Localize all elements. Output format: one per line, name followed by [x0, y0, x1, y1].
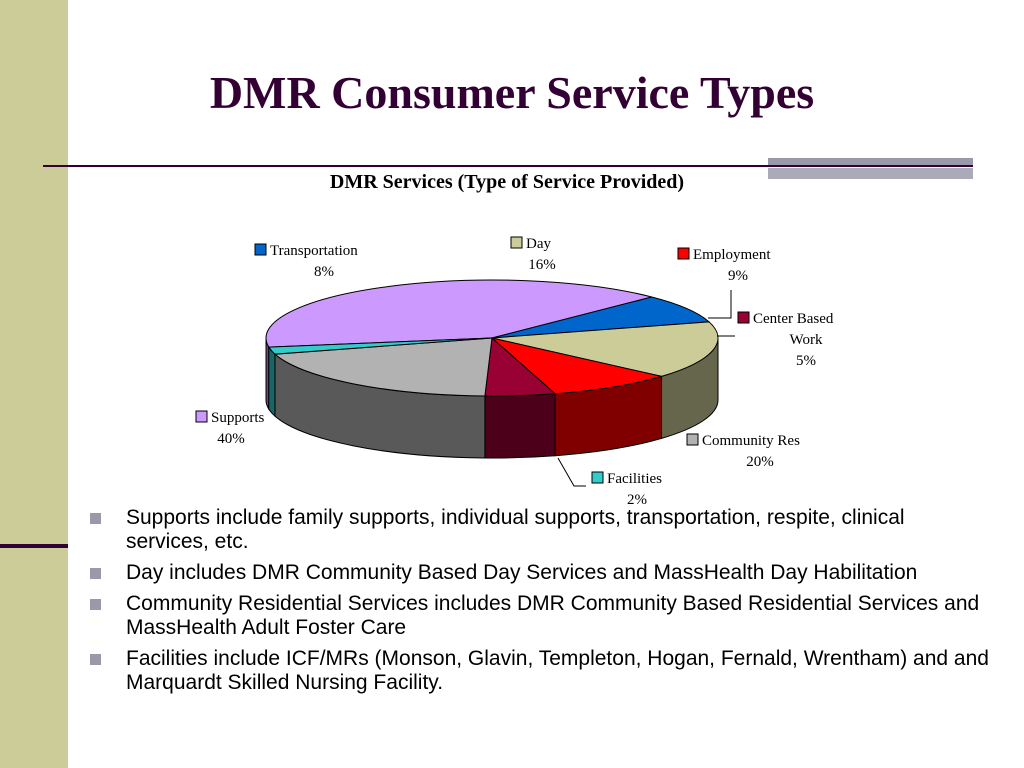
bullet-marker [90, 513, 101, 524]
data-label-percent: 2% [627, 492, 647, 508]
data-label-name: Community Res [702, 433, 800, 449]
accent-band-line [0, 544, 68, 548]
legend-swatch [677, 247, 690, 260]
data-label-name: Employment [693, 247, 771, 263]
bullet-item: Community Residential Services includes … [90, 592, 990, 640]
title-rule-accent [768, 158, 973, 165]
data-label-name: Day [526, 236, 551, 252]
legend-swatch [195, 410, 208, 423]
data-label-name: Transportation [270, 243, 358, 259]
data-label-name: Work [790, 332, 823, 348]
pie-slice-side [268, 345, 276, 418]
pie-slice [273, 337, 493, 397]
bullet-list: Supports include family supports, indivi… [90, 506, 990, 702]
legend-swatch [254, 243, 267, 256]
pie-slice [491, 337, 664, 395]
pie-slice [265, 279, 652, 348]
accent-band [0, 0, 68, 768]
data-label-percent: 9% [728, 268, 748, 284]
pie-slice-side [484, 393, 556, 459]
pie-slice [491, 321, 719, 377]
data-label-name: Facilities [607, 471, 662, 487]
bullet-marker [90, 568, 101, 579]
bullet-marker [90, 654, 101, 665]
bullet-item: Day includes DMR Community Based Day Ser… [90, 561, 990, 585]
chart-title: DMR Services (Type of Service Provided) [330, 171, 684, 193]
legend-swatch [510, 236, 523, 249]
data-label-percent: 16% [528, 257, 556, 273]
bullet-item: Facilities include ICF/MRs (Monson, Glav… [90, 647, 990, 695]
title-rule [43, 165, 973, 167]
legend-swatch [737, 311, 750, 324]
title-rule-accent-lower [768, 168, 973, 179]
data-label-percent: 5% [796, 353, 816, 369]
data-label-percent: 40% [217, 431, 245, 447]
bullet-item: Supports include family supports, indivi… [90, 506, 990, 554]
pie-slice [267, 337, 493, 355]
data-label-name: Center Based [753, 311, 834, 327]
data-label-name: Supports [211, 410, 265, 426]
leader-line [708, 290, 732, 319]
pie-slice [491, 296, 711, 339]
slide-title: DMR Consumer Service Types [209, 67, 815, 118]
data-label-percent: 20% [746, 454, 774, 470]
legend-swatch [591, 471, 604, 484]
data-label-percent: 8% [314, 264, 334, 280]
bullet-marker [90, 599, 101, 610]
leader-line [557, 457, 586, 487]
legend-swatch [686, 433, 699, 446]
